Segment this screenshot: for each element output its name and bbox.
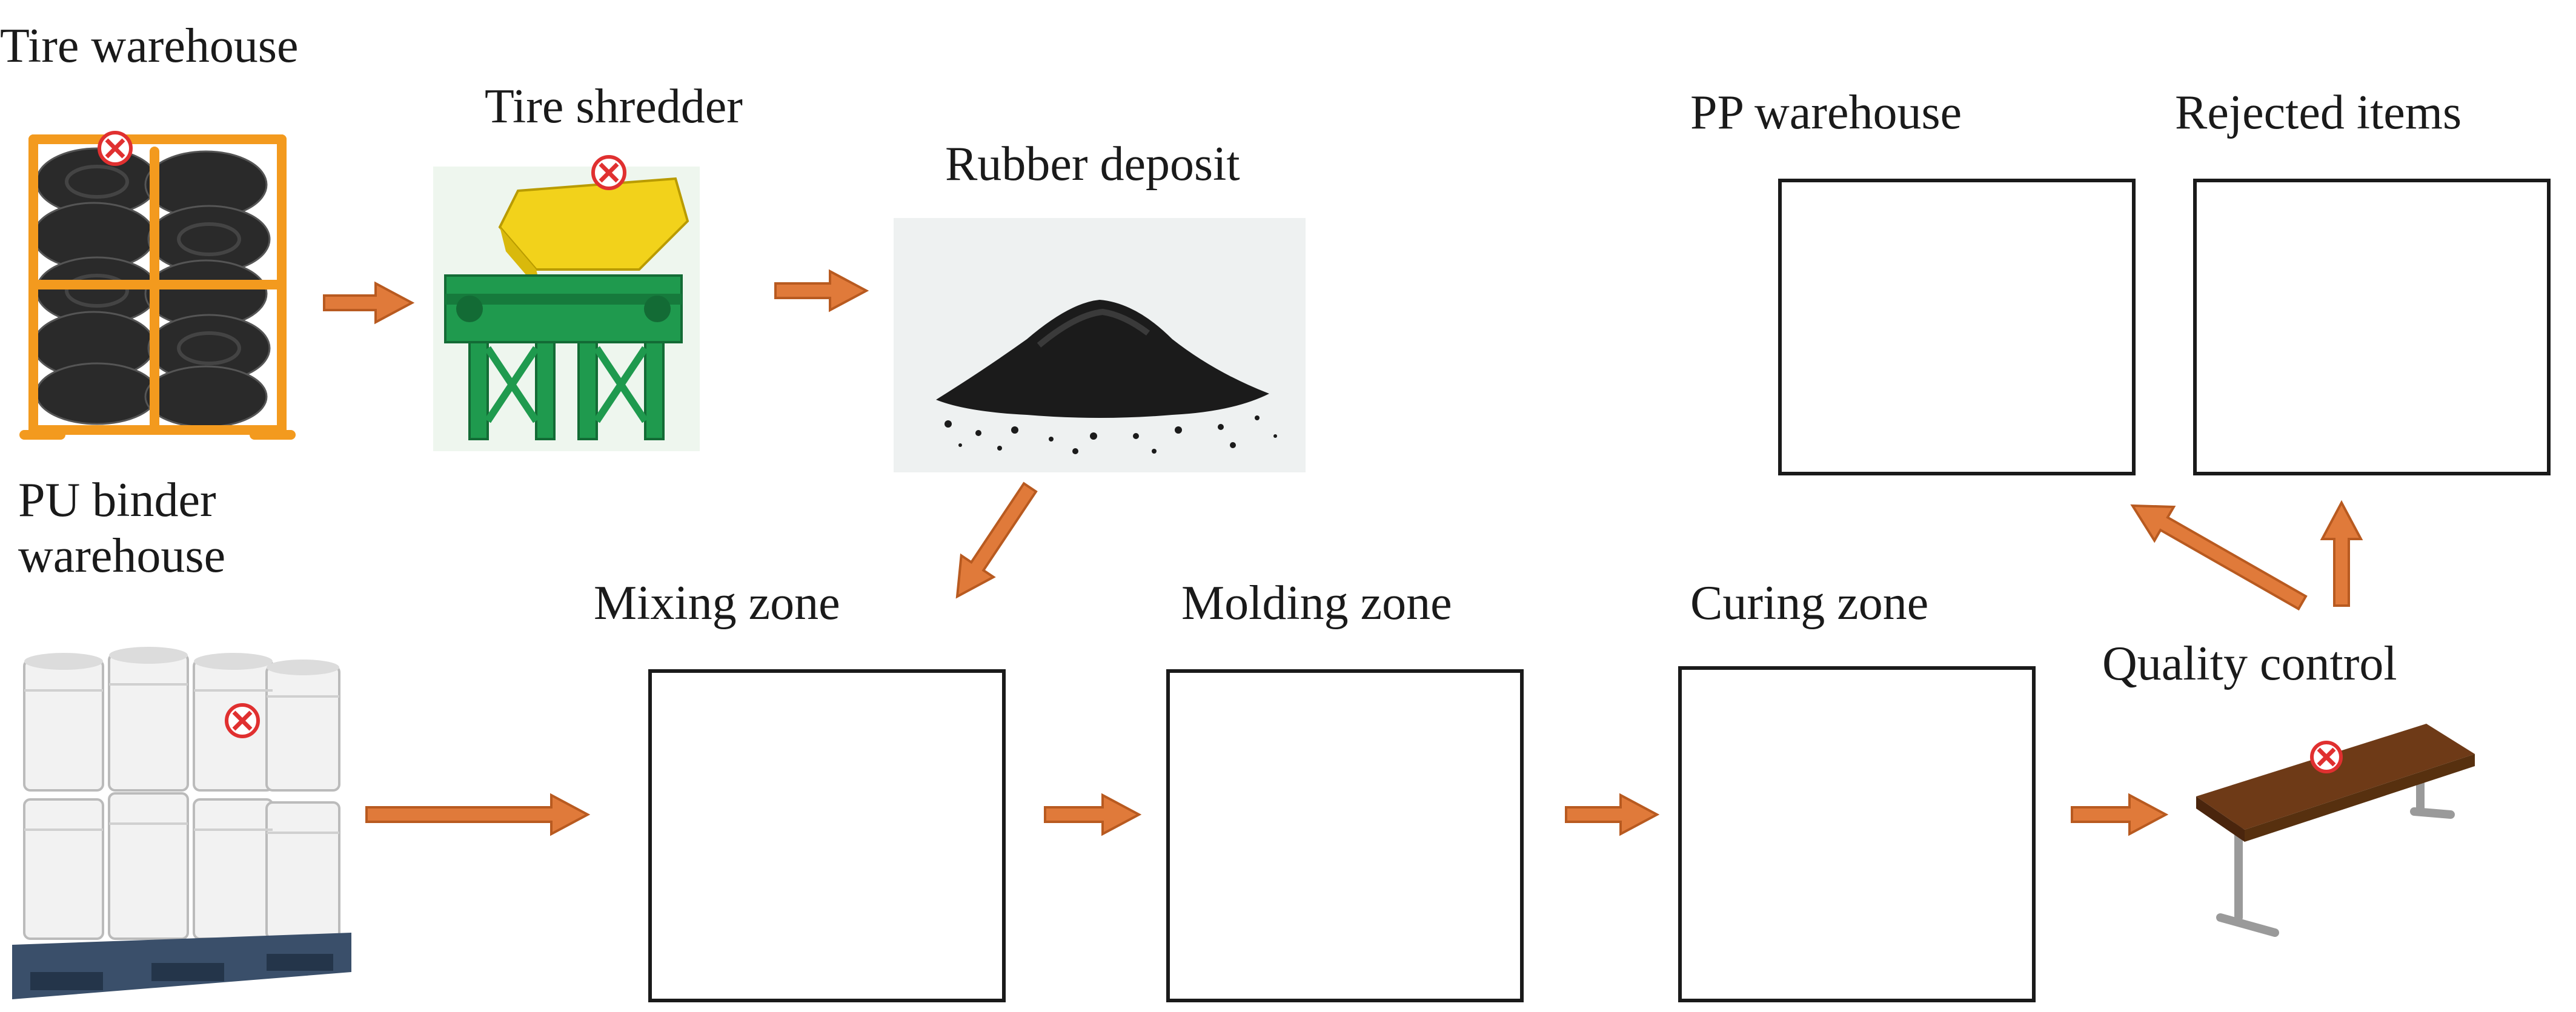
curing-zone-box: [1678, 666, 2036, 1002]
rejected-items-box: [2193, 179, 2551, 475]
tire-warehouse-label: Tire warehouse: [0, 19, 299, 73]
quality-control-label: Quality control: [2102, 637, 2397, 690]
pp-warehouse-label: PP warehouse: [1690, 86, 1962, 139]
rejected-items-label: Rejected items: [2175, 86, 2462, 139]
inspection-bench-icon: [2196, 724, 2475, 937]
arrow-tire-shredder-to-rubber-deposit: [774, 269, 869, 313]
arrow-rubber-deposit-to-mixing-zone: [955, 481, 1038, 599]
curing-zone-label: Curing zone: [1690, 577, 1929, 630]
molding-zone-box: [1166, 669, 1524, 1002]
molding-zone-label: Molding zone: [1181, 577, 1452, 630]
marker-icon: [591, 155, 626, 190]
rubber-pile-icon: [894, 218, 1306, 472]
arrow-tire-warehouse-to-tire-shredder: [323, 281, 415, 325]
pu-binder-warehouse-label: PU binder warehouse: [18, 474, 226, 583]
arrow-curing-zone-to-quality-control: [2071, 793, 2169, 836]
pp-warehouse-box: [1778, 179, 2136, 475]
bucket-pallet-icon: [12, 647, 351, 999]
shredder-icon: [433, 155, 700, 451]
marker-icon: [225, 703, 260, 738]
arrow-quality-control-to-rejected-items: [2320, 500, 2363, 607]
tire-stack-icon: [19, 131, 296, 440]
arrow-molding-zone-to-curing-zone: [1565, 793, 1660, 836]
mixing-zone-box: [648, 669, 1006, 1002]
arrow-mixing-zone-to-molding-zone: [1044, 793, 1142, 836]
marker-icon: [2310, 741, 2343, 773]
mixing-zone-label: Mixing zone: [594, 577, 840, 630]
arrow-pu-binder-warehouse-to-mixing-zone: [365, 793, 591, 836]
rubber-deposit-label: Rubber deposit: [945, 137, 1240, 191]
tire-shredder-label: Tire shredder: [485, 80, 743, 133]
arrow-quality-control-to-pp-warehouse: [2130, 504, 2308, 611]
marker-icon: [98, 131, 133, 166]
